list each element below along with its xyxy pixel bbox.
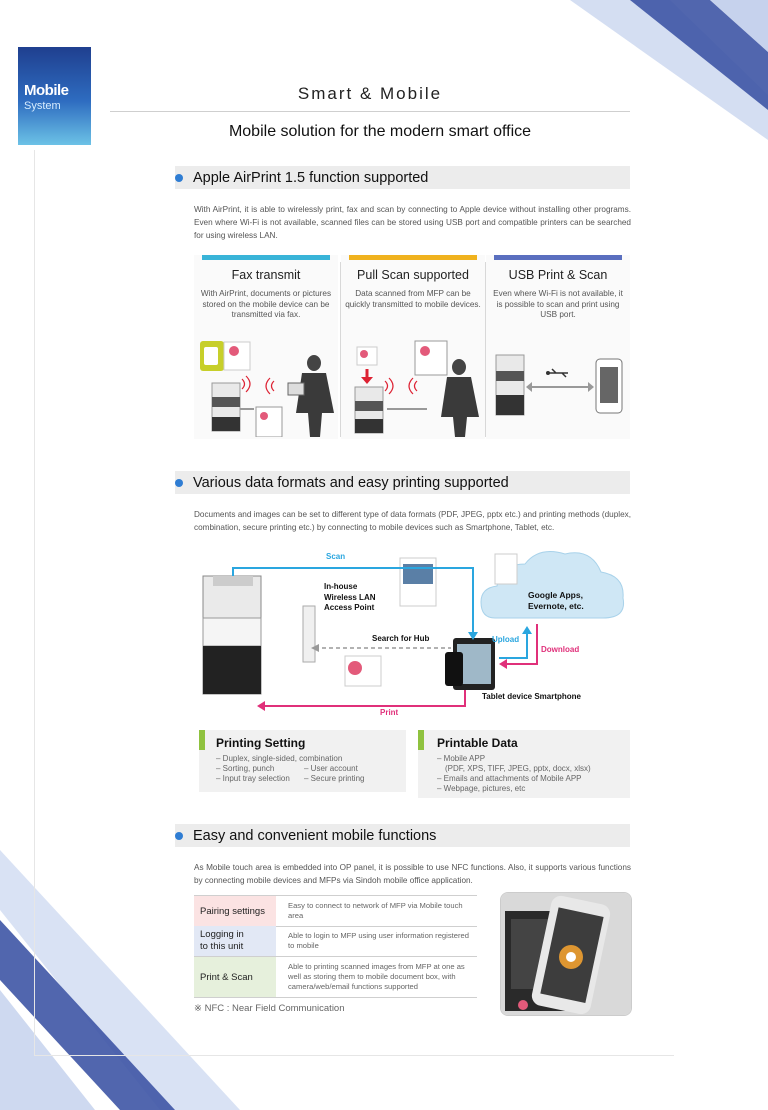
panel-title: Pull Scan supported <box>357 268 469 282</box>
printable-data-accent <box>418 730 424 750</box>
mobile-system-badge <box>18 47 91 145</box>
panel-title: USB Print & Scan <box>508 268 608 282</box>
section-bullet-icon <box>175 832 183 840</box>
label-access-point: In-house Wireless LAN Access Point <box>324 582 376 612</box>
section-bar-data-formats <box>175 471 630 494</box>
panel-description: Even where Wi-Fi is not available, it is… <box>493 289 623 319</box>
printing-setting-item: – Duplex, single-sided, combination <box>216 754 343 763</box>
badge-title: Mobile <box>24 82 69 99</box>
printable-data-item: – Emails and attachments of Mobile APP <box>437 774 582 783</box>
table-row-pairing: Pairing settings Easy to connect to netw… <box>194 895 477 927</box>
badge-subtitle: System <box>24 100 61 112</box>
printable-data-item: – Webpage, pictures, etc <box>437 784 526 793</box>
label-devices: Tablet device Smartphone <box>482 692 581 701</box>
table-row-print-scan: Print & Scan Able to printing scanned im… <box>194 957 477 998</box>
label-scan: Scan <box>326 552 346 561</box>
section-bullet-icon <box>175 174 183 182</box>
printable-data-item: (PDF, XPS, TIFF, JPEG, pptx, docx, xlsx) <box>445 764 591 773</box>
panel-description: With AirPrint, documents or pictures sto… <box>200 289 332 319</box>
section-title-data-formats: Various data formats and easy printing s… <box>193 475 509 491</box>
printing-setting-box <box>199 730 406 792</box>
printable-data-box <box>418 730 630 798</box>
printing-setting-item: – Secure printing <box>304 774 365 783</box>
section-bullet-icon <box>175 479 183 487</box>
workflow-diagram <box>202 551 625 711</box>
fax-illustration <box>200 341 334 437</box>
panel-pull-scan: Pull Scan supported Data scanned from MF… <box>341 255 485 439</box>
nfc-footnote: ※ NFC : Near Field Communication <box>194 1003 345 1014</box>
section-paragraph-mobile-functions: As Mobile touch area is embedded into OP… <box>194 863 631 886</box>
table-row-desc: Able to login to MFP using user informat… <box>288 931 469 950</box>
printing-setting-title: Printing Setting <box>216 736 306 750</box>
printing-setting-item: – User account <box>304 764 358 773</box>
label-cloud-services: Google Apps, Evernote, etc. <box>528 590 584 611</box>
section-title-mobile-functions: Easy and convenient mobile functions <box>193 828 437 844</box>
table-row-label: Print & Scan <box>194 957 276 997</box>
pull-scan-illustration <box>354 340 479 437</box>
printable-data-title: Printable Data <box>437 736 518 750</box>
section-paragraph-data-formats: Documents and images can be set to diffe… <box>194 510 631 533</box>
table-row-login: Logging in to this unit Able to login to… <box>194 926 477 957</box>
panel-accent-bar <box>494 255 622 260</box>
printable-data-item: – Mobile APP <box>437 754 486 763</box>
label-print: Print <box>380 708 399 717</box>
label-download: Download <box>541 645 580 654</box>
table-row-label: Pairing settings <box>194 896 276 926</box>
panel-divider <box>340 262 341 437</box>
page-title: Smart & Mobile <box>297 84 443 103</box>
usb-illustration <box>495 354 623 416</box>
label-upload: Upload <box>492 635 520 644</box>
page-frame-line <box>34 150 35 1055</box>
section-bar-airprint <box>175 166 630 189</box>
table-row-desc: Easy to connect to network of MFP via Mo… <box>288 901 463 920</box>
title-divider <box>110 111 630 112</box>
panel-usb-print-scan: USB Print & Scan Even where Wi-Fi is not… <box>486 255 630 439</box>
panel-accent-bar <box>202 255 330 260</box>
phone-nfc-photo <box>501 893 631 1015</box>
section-bar-mobile-functions <box>175 824 630 847</box>
page-frame-bottom-line <box>34 1055 674 1056</box>
table-row-desc: Able to printing scanned images from MFP… <box>288 962 465 991</box>
label-search-for-hub: Search for Hub <box>372 634 430 643</box>
table-row-label: Logging in to this unit <box>194 926 276 956</box>
printing-setting-accent <box>199 730 205 750</box>
page-subtitle: Mobile solution for the modern smart off… <box>228 123 532 140</box>
panel-title: Fax transmit <box>231 268 301 282</box>
panel-fax-transmit: Fax transmit With AirPrint, documents or… <box>194 255 338 439</box>
section-paragraph-airprint: With AirPrint, it is able to wirelessly … <box>194 205 631 241</box>
panel-description: Data scanned from MFP can be quickly tra… <box>345 289 481 309</box>
printing-setting-item: – Input tray selection <box>216 774 290 783</box>
mobile-photo-frame <box>500 892 632 1016</box>
panel-divider <box>485 262 486 437</box>
section-title-airprint: Apple AirPrint 1.5 function supported <box>193 170 429 186</box>
printing-setting-item: – Sorting, punch <box>216 764 275 773</box>
panel-accent-bar <box>349 255 477 260</box>
